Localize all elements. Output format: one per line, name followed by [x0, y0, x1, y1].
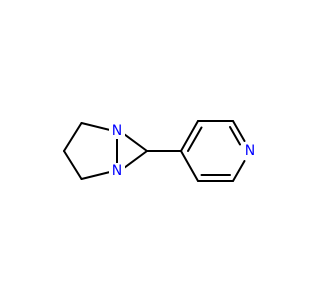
bond-pyr-1 [180, 120, 199, 152]
bond-ring-3 [63, 150, 83, 180]
bond-ring-1 [80, 122, 115, 132]
bond-aziridine-bottom [123, 150, 148, 169]
structure-canvas: N N N [63, 120, 256, 182]
bond-pyr-6 [180, 150, 199, 182]
atom-label-n2: N [112, 163, 122, 179]
bond-ring-2 [63, 122, 83, 152]
molecule-diagram: N N N [63, 120, 256, 182]
bond-pyr-double-2 [229, 126, 241, 146]
bond-aziridine-top [123, 133, 148, 152]
bond-pyr-3 [232, 120, 246, 142]
atom-label-n1: N [112, 123, 122, 139]
atom-label-n3: N [245, 143, 255, 159]
bond-pyr-4 [232, 160, 246, 182]
bond-pyr-double-1 [187, 126, 203, 152]
bond-ring-4 [80, 170, 115, 180]
